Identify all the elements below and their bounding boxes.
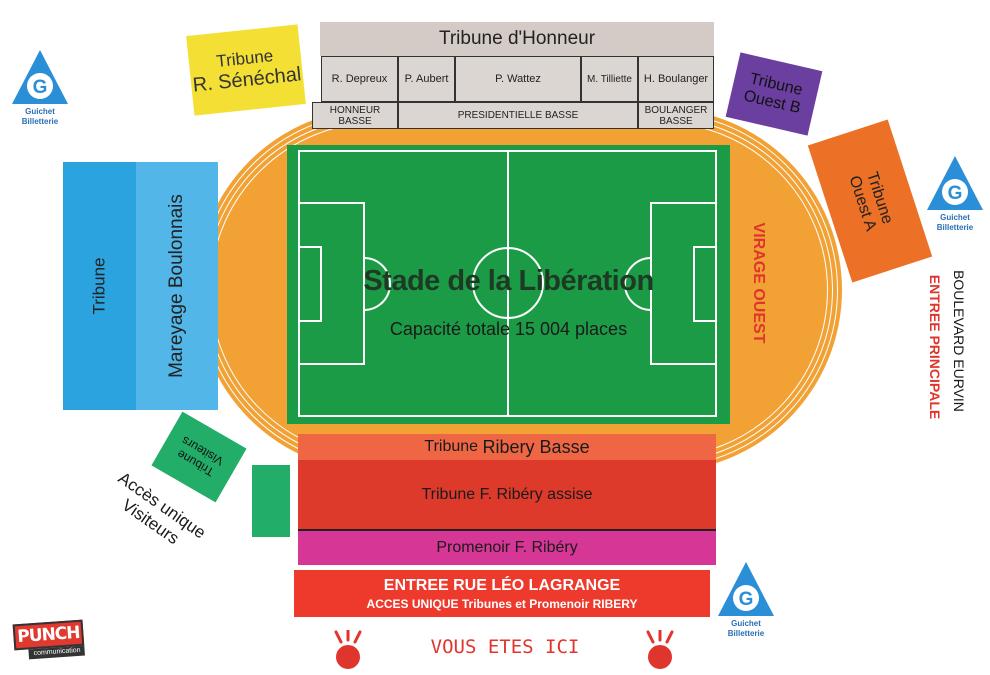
guichet-line1: Guichet (25, 107, 55, 116)
ticket-office-icon: G (12, 50, 68, 104)
tribune-honneur-title[interactable]: Tribune d'Honneur (320, 22, 714, 56)
ribery-basse-prefix: Tribune (424, 438, 483, 455)
entree-rue-title: ENTREE RUE LÉO LAGRANGE (383, 576, 621, 594)
visiteurs-annex (252, 465, 290, 537)
senechal-line2: R. Sénéchal (191, 62, 303, 97)
guichet-letter: G (33, 77, 48, 98)
box-p-aubert[interactable]: P. Aubert (398, 56, 455, 102)
boulanger-basse[interactable]: BOULANGER BASSE (638, 102, 714, 129)
guichet-letter: G (948, 183, 963, 204)
tribune-ribery-basse[interactable]: Tribune Ribery Basse (298, 434, 716, 460)
ticket-office-icon: G (927, 156, 983, 210)
guichet-billetterie-south[interactable]: G Guichet Billetterie (716, 560, 776, 638)
guichet-line2: Billetterie (21, 117, 59, 126)
stadium-name: Stade de la Libération (363, 264, 654, 297)
box-h-boulanger[interactable]: H. Boulanger (638, 56, 714, 102)
stadium-capacity: Capacité totale 15 004 places (389, 318, 628, 339)
guichet-billetterie-nw[interactable]: G Guichet Billetterie (10, 48, 70, 126)
location-marker-icon (326, 628, 370, 675)
tribune-ribery-assise[interactable]: Tribune F. Ribéry assise (298, 460, 716, 531)
boulevard-label: BOULEVARD EURVIN (951, 270, 967, 412)
presidentielle-basse[interactable]: PRESIDENTIELLE BASSE (398, 102, 638, 129)
entree-rue-leo-lagrange[interactable]: ENTREE RUE LÉO LAGRANGE ACCES UNIQUE Tri… (294, 570, 710, 617)
guichet-line2: Billetterie (727, 629, 765, 638)
ticket-office-icon: G (718, 562, 774, 616)
tribune-mareyage-inner[interactable]: Mareyage Boulonnais (136, 162, 218, 410)
ribery-basse-name: Ribery Basse (482, 436, 590, 457)
guichet-line1: Guichet (940, 213, 970, 222)
football-pitch (287, 145, 730, 424)
goal-area-right (693, 246, 717, 322)
tribune-mareyage-outer[interactable]: Tribune (63, 162, 136, 410)
guichet-letter: G (739, 589, 754, 610)
box-r-depreux[interactable]: R. Depreux (321, 56, 398, 102)
box-m-tilliette[interactable]: M. Tilliette (581, 56, 638, 102)
virage-ouest-label: VIRAGE OUEST (750, 222, 767, 344)
punch-logo: PUNCH communication (12, 619, 86, 667)
location-marker-icon (638, 628, 682, 675)
vous-etes-ici-label: VOUS ETES ICI (430, 636, 580, 658)
goal-area-left (298, 246, 322, 322)
guichet-line1: Guichet (731, 619, 761, 628)
tribune-senechal[interactable]: Tribune R. Sénéchal (186, 24, 306, 116)
guichet-line2: Billetterie (936, 223, 974, 232)
mareyage-line2: Mareyage Boulonnais (166, 194, 188, 378)
mareyage-line1: Tribune (89, 257, 109, 315)
guichet-billetterie-east[interactable]: G Guichet Billetterie (925, 154, 985, 232)
promenoir-ribery[interactable]: Promenoir F. Ribéry (298, 531, 716, 565)
tribune-ouest-b[interactable]: Tribune Ouest B (725, 52, 823, 136)
centre-circle (472, 247, 544, 319)
honneur-basse[interactable]: HONNEUR BASSE (312, 102, 398, 129)
entree-rue-sub: ACCES UNIQUE Tribunes et Promenoir RIBER… (366, 596, 638, 611)
entree-principale-label: ENTREE PRINCIPALE (927, 274, 943, 420)
box-p-wattez[interactable]: P. Wattez (455, 56, 581, 102)
tribune-visiteurs[interactable]: Tribune Visiteurs (151, 411, 247, 503)
